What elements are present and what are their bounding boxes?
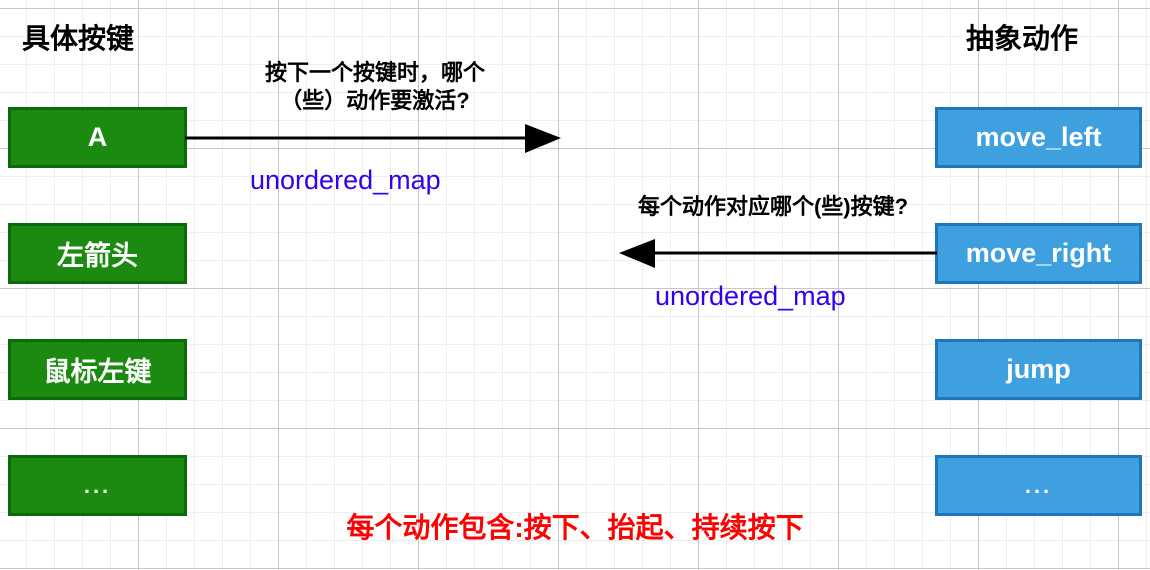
action-to-key-question-label: 每个动作对应哪个(些)按键? bbox=[637, 194, 909, 219]
footer-note: 每个动作包含:按下、抬起、持续按下 bbox=[346, 512, 804, 543]
action-node-move-left[interactable]: move_left bbox=[935, 107, 1142, 168]
key-node-mouse-left[interactable]: 鼠标左键 bbox=[8, 339, 187, 400]
action-node-move-right[interactable]: move_right bbox=[935, 223, 1142, 284]
key-to-action-question-label: 按下一个按键时，哪个 （些）动作要激活? bbox=[264, 60, 485, 113]
action-node-more[interactable]: ... bbox=[935, 455, 1142, 516]
right-column-title: 抽象动作 bbox=[966, 23, 1079, 54]
action-to-key-structure-label: unordered_map bbox=[655, 281, 846, 311]
left-column-title: 具体按键 bbox=[22, 23, 135, 54]
key-to-action-structure-label: unordered_map bbox=[250, 165, 441, 195]
action-to-key-arrow-icon bbox=[619, 239, 937, 268]
action-node-jump[interactable]: jump bbox=[935, 339, 1142, 400]
key-to-action-arrow-icon bbox=[185, 124, 561, 153]
key-node-left-arrow[interactable]: 左箭头 bbox=[8, 223, 187, 284]
key-node-a[interactable]: A bbox=[8, 107, 187, 168]
key-node-more[interactable]: ... bbox=[8, 455, 187, 516]
